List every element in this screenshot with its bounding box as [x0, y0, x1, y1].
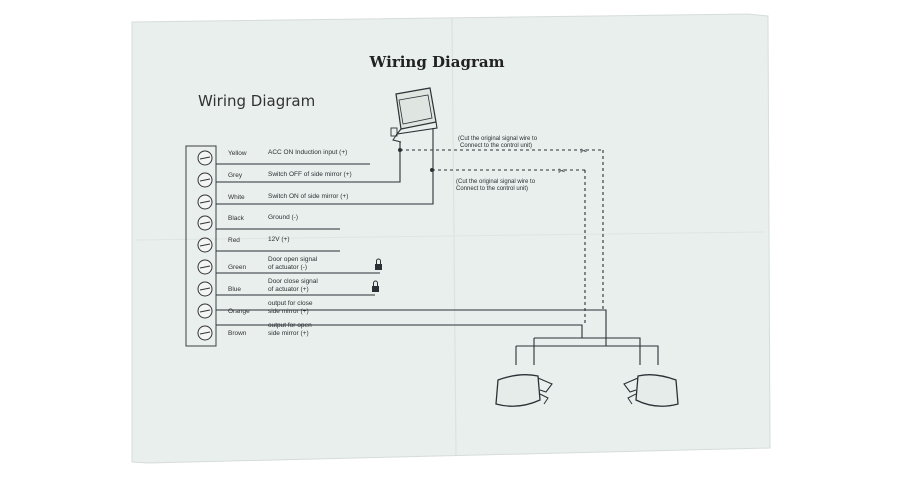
- wire-color-label: Blue: [228, 286, 241, 293]
- terminal-slot: [199, 156, 211, 160]
- wire-color-label: White: [228, 194, 245, 201]
- wire-color-label: Yellow: [228, 150, 247, 157]
- wire-color-label: Grey: [228, 172, 243, 179]
- wire-description: Door close signal: [268, 278, 318, 285]
- side-mirror-icon: [623, 374, 679, 407]
- lock-icon: [375, 258, 382, 270]
- wire-description-line2: of actuator (-): [268, 264, 307, 271]
- terminal-slot: [199, 243, 211, 247]
- terminal-slot: [199, 287, 211, 291]
- terminal-slot: [199, 221, 211, 225]
- svg-text:✂: ✂: [558, 167, 566, 177]
- terminal-slot: [199, 265, 211, 269]
- diagram-title-center: Wiring Diagram: [369, 53, 505, 71]
- wire-description: Switch ON of side mirror (+): [268, 193, 348, 200]
- wire-description-line2: side mirror (+): [268, 330, 309, 337]
- terminal-slot: [199, 178, 211, 182]
- wire-description-line2: side mirror (+): [268, 308, 309, 315]
- scissors-icon: ✂: [558, 167, 566, 177]
- diagram-title-left: Wiring Diagram: [198, 92, 315, 110]
- wire-color-label: Green: [228, 264, 246, 271]
- wire-description: Switch OFF of side mirror (+): [268, 171, 352, 178]
- scissors-icon: ✂: [580, 147, 588, 157]
- note-top-line2: Connect to the control unit): [460, 143, 532, 149]
- lock-icon: [372, 280, 379, 292]
- wire-color-label: Red: [228, 237, 240, 244]
- terminal-slot: [199, 200, 211, 204]
- wire-description: Ground (-): [268, 214, 298, 221]
- wire-color-label: Orange: [228, 308, 250, 315]
- note-top-line1: (Cut the original signal wire to: [458, 136, 538, 142]
- wire-description-line2: of actuator (+): [268, 286, 309, 293]
- wire-color-label: Black: [228, 215, 245, 222]
- svg-text:✂: ✂: [580, 147, 588, 157]
- switch-icon: [390, 87, 438, 143]
- wire-color-label: Brown: [228, 330, 247, 337]
- note-mid-line2: Connect to the control unit): [456, 186, 528, 192]
- wire-description: output for close: [268, 300, 313, 307]
- wire-description: 12V (+): [268, 236, 290, 243]
- wire-description: Door open signal: [268, 256, 318, 263]
- paper: [131, 13, 771, 464]
- wiring: [216, 128, 659, 365]
- note-mid-line1: (Cut the original signal wire to: [456, 179, 536, 185]
- terminal-slot: [199, 331, 211, 335]
- side-mirror-icon: [495, 374, 553, 407]
- wire-description: ACC ON Induction input (+): [268, 149, 347, 156]
- terminal-slot: [199, 309, 211, 313]
